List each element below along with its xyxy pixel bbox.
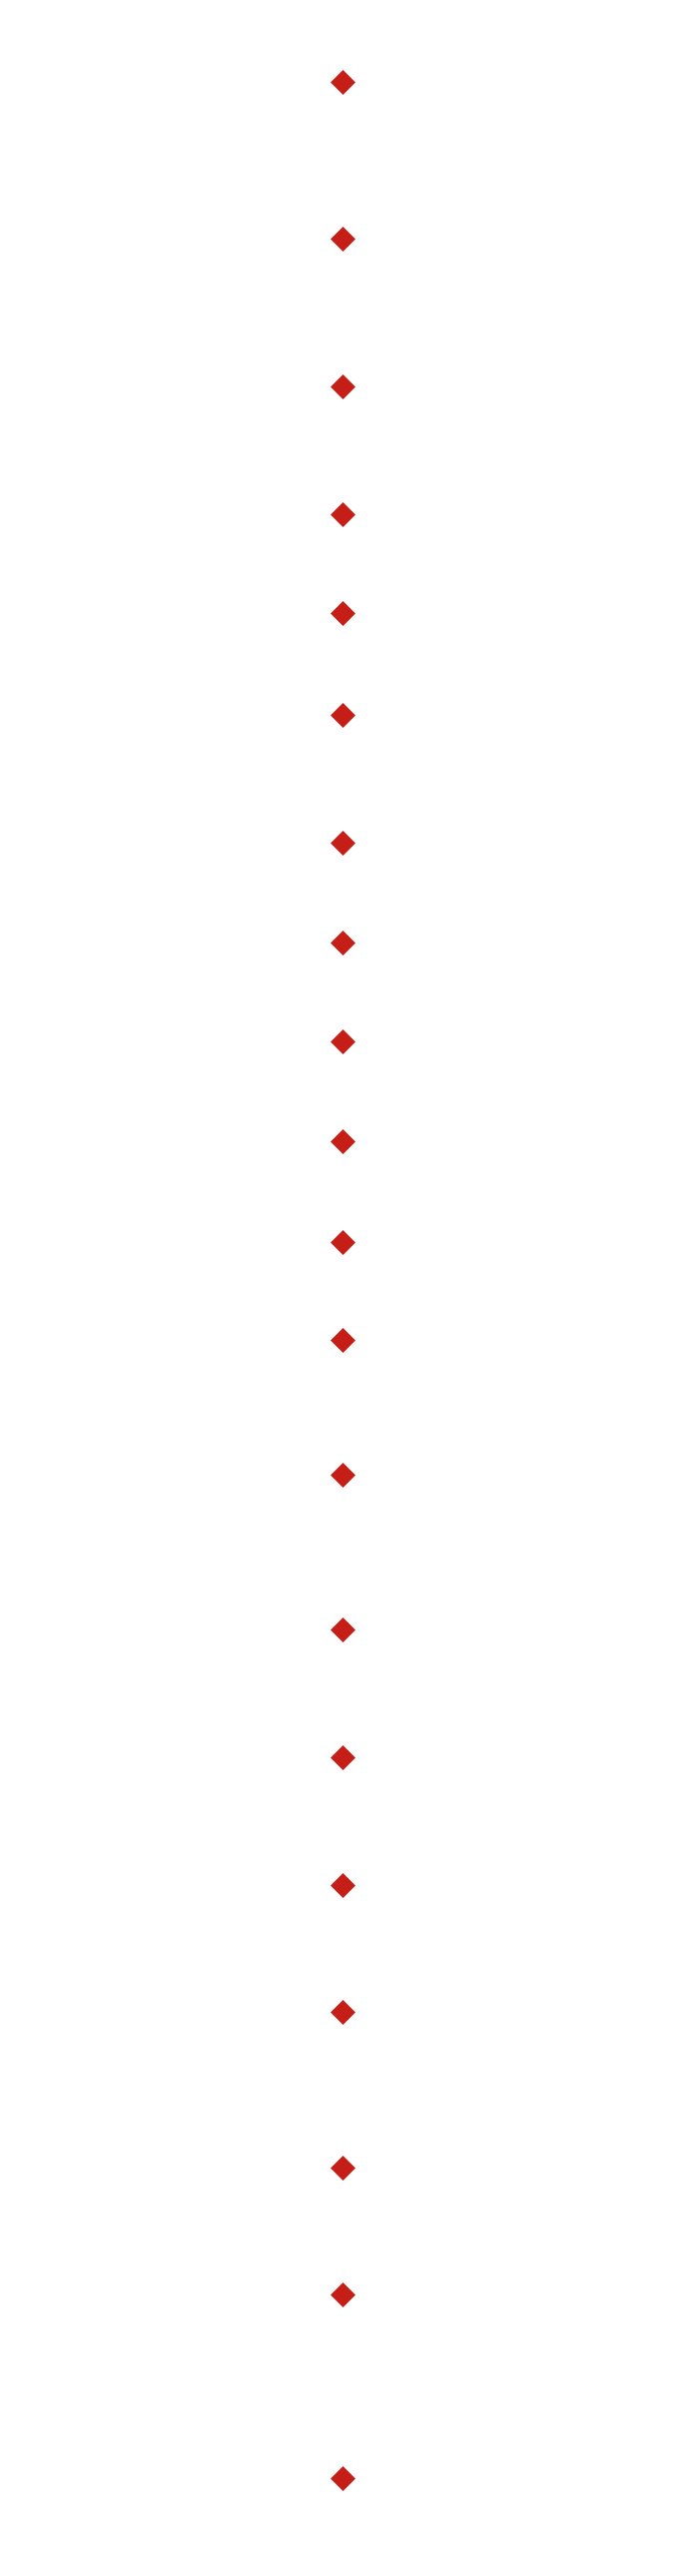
diamond-icon — [331, 69, 355, 95]
diamond-icon — [331, 373, 355, 399]
diamond-icon — [331, 1872, 355, 1898]
diamond-icon — [331, 1616, 355, 1642]
diamond-icon — [331, 1462, 355, 1488]
diamond-icon — [331, 830, 355, 856]
diamond-icon — [331, 1744, 355, 1770]
diamond-icon — [331, 1128, 355, 1154]
diamond-icon — [331, 501, 355, 527]
diamond-icon — [331, 2155, 355, 2181]
diamond-icon — [331, 2465, 355, 2491]
diamond-icon — [331, 1999, 355, 2025]
diamond-icon — [331, 1327, 355, 1353]
diamond-icon — [331, 930, 355, 956]
diamond-icon — [331, 702, 355, 728]
diamond-icon — [331, 1028, 355, 1054]
diamond-icon — [331, 600, 355, 626]
diamond-icon — [331, 226, 355, 252]
diamond-icon — [331, 1229, 355, 1255]
diamond-icon — [331, 2281, 355, 2307]
